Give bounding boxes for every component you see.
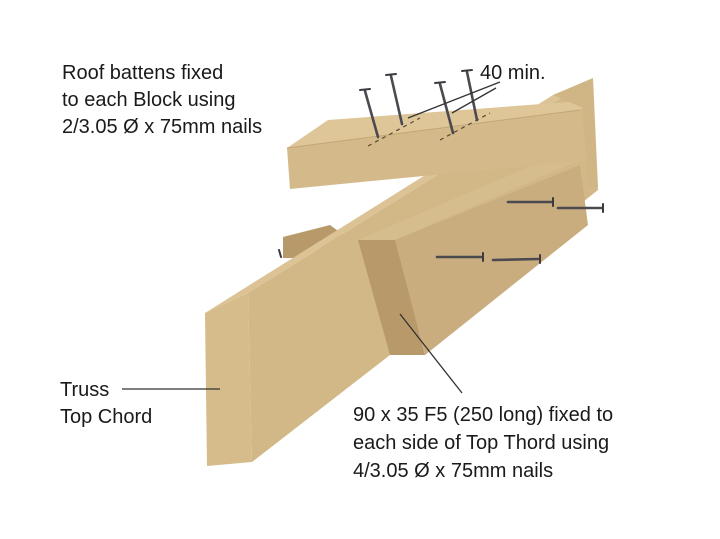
batten-edge bbox=[286, 109, 581, 149]
nail-penetration-lines bbox=[367, 112, 491, 147]
chord-label-line-2: Top Chord bbox=[60, 406, 152, 428]
battens-label-line-3: 2/3.05 Ø x 75mm nails bbox=[62, 116, 262, 138]
chord-upper-end bbox=[553, 78, 598, 187]
back-block bbox=[283, 225, 345, 258]
chord-end-face bbox=[205, 293, 252, 466]
batten-nails bbox=[359, 69, 479, 139]
spacing-leader-1 bbox=[407, 81, 501, 119]
block-label-line-3: 4/3.05 Ø x 75mm nails bbox=[353, 460, 553, 482]
chord-label-line-1: Truss bbox=[60, 379, 109, 401]
side-nails bbox=[435, 197, 604, 264]
block-top-face bbox=[358, 160, 580, 240]
batten-top-face bbox=[287, 100, 595, 148]
batten-front-face bbox=[287, 110, 588, 189]
spacing-leader-2 bbox=[451, 87, 497, 114]
battens-label-line-1: Roof battens fixed bbox=[62, 62, 223, 84]
spacing-label: 40 min. bbox=[480, 62, 546, 84]
block-label-line-1: 90 x 35 F5 (250 long) fixed to bbox=[353, 404, 613, 426]
block-end-face bbox=[358, 240, 425, 355]
back-nail-stub bbox=[278, 249, 282, 258]
battens-label-line-2: to each Block using bbox=[62, 89, 235, 111]
block-side-face bbox=[395, 165, 588, 355]
block-label-line-2: each side of Top Thord using bbox=[353, 432, 609, 454]
block-leader bbox=[399, 313, 463, 394]
